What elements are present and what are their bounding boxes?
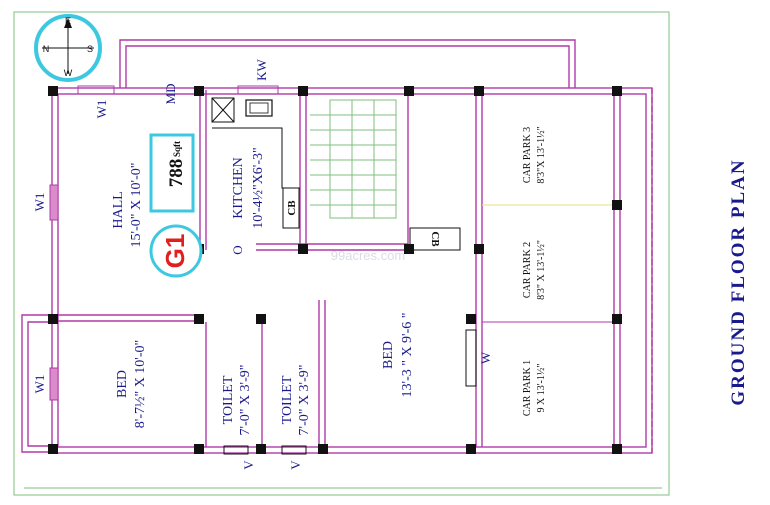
car2-dims: 8'3" X 13'-1½" (536, 240, 547, 300)
compass-west: W (64, 68, 73, 78)
unit-tag: G1 (160, 234, 190, 269)
mark-cb-kitchen: CB (286, 200, 298, 216)
mark-w1-left-upper: W1 (32, 193, 47, 212)
mark-v2: V (288, 460, 303, 470)
stair-cupboard (409, 227, 461, 251)
bed-bay-inner (27, 321, 58, 447)
toilet2-dims: 7'-0" X 3'-9" (297, 365, 312, 436)
mark-md: MD (163, 84, 178, 105)
building-inner-outline (57, 93, 647, 448)
kitchen-stove (245, 99, 273, 117)
top-extension (119, 39, 576, 88)
kitchen-name: KITCHEN (231, 157, 246, 218)
compass-north: N (43, 44, 50, 54)
bed1-name: BED (115, 370, 130, 398)
car3-dims: 8'3"X 13'-1½" (536, 126, 547, 183)
window-left-lower (49, 367, 59, 401)
bed-bay (21, 314, 58, 453)
site-boundary (13, 11, 670, 496)
toilet2-name: TOILET (280, 375, 295, 424)
plan-title: GROUND FLOOR PLAN (728, 158, 749, 405)
mark-o: O (230, 245, 245, 254)
bed2-dims: 13'-3 " X 9'-6 " (400, 313, 415, 398)
mark-v1: V (241, 460, 256, 470)
columns (48, 86, 622, 454)
car2-name: CAR PARK 2 (522, 242, 533, 298)
car1-dims: 9 X 13'-1½" (536, 364, 547, 413)
hall-dims: 15'-0" X 10'-0" (129, 163, 144, 248)
area-unit: Sqft (172, 141, 182, 157)
bed2-name: BED (381, 341, 396, 369)
mark-cb-stair: CB (429, 231, 441, 247)
car3-name: CAR PARK 3 (522, 127, 533, 183)
compass: E N S W (34, 14, 102, 82)
car1-name: CAR PARK 1 (522, 360, 533, 416)
area-value: 788 (166, 159, 187, 188)
compass-south: S (87, 44, 93, 54)
unit-tag-ring (149, 224, 203, 278)
area-box (149, 133, 195, 213)
window-kitchen-top (237, 85, 279, 95)
compass-arrow-icon (64, 18, 72, 28)
mark-w1-top: W1 (94, 100, 109, 119)
staircase (310, 99, 397, 219)
window-bed2 (465, 329, 477, 387)
top-extension-inner (125, 45, 570, 88)
kitchen-sink (211, 97, 235, 123)
vent-2 (281, 445, 307, 455)
vent-1 (223, 445, 249, 455)
compass-ring (34, 14, 102, 82)
mark-w-bed: W (478, 351, 493, 364)
window-top (77, 85, 115, 95)
mark-kw: KW (254, 58, 269, 80)
toilet1-dims: 7'-0" X 3'-9" (238, 365, 253, 436)
toilet1-name: TOILET (221, 375, 236, 424)
compass-east: E (65, 16, 71, 26)
watermark: 99acres.com (331, 248, 405, 263)
mark-w1-left-lower: W1 (32, 375, 47, 394)
hall-name: HALL (111, 191, 126, 228)
window-left-upper (49, 184, 59, 221)
bed1-dims: 8'-7½" X 10'-0" (133, 340, 148, 428)
kitchen-cupboard (282, 187, 300, 229)
kitchen-dims: 10'-4½"X6'-3" (251, 147, 266, 228)
